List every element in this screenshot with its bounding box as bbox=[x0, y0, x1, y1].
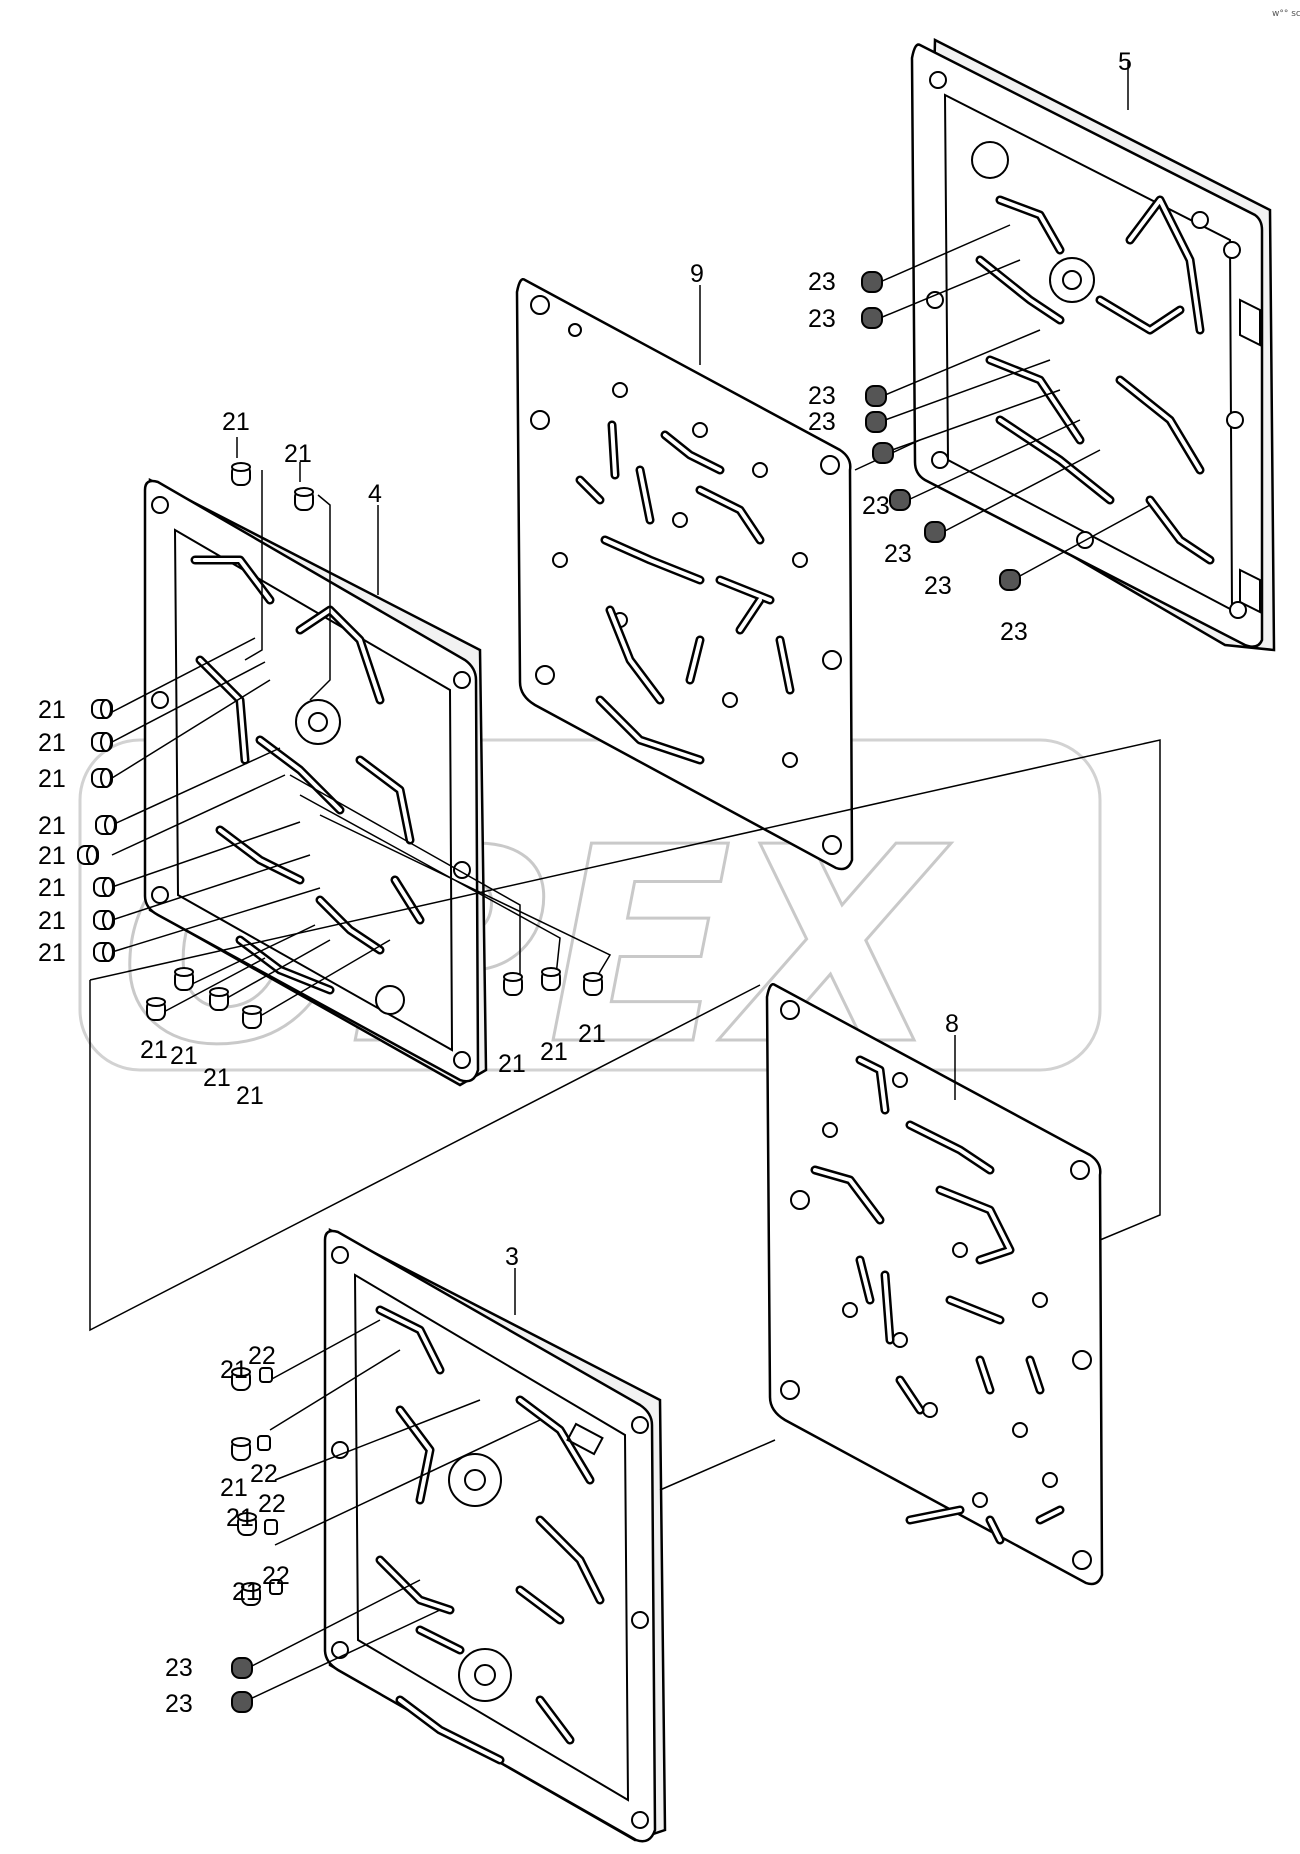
callout-22: 22 bbox=[258, 1490, 286, 1518]
callout-23: 23 bbox=[862, 492, 890, 520]
cap-21 bbox=[503, 972, 523, 996]
callout-21: 21 bbox=[226, 1504, 254, 1532]
callout-21: 21 bbox=[38, 874, 66, 902]
cap-21 bbox=[174, 967, 194, 991]
callout-21: 21 bbox=[578, 1020, 606, 1048]
plate-4 bbox=[143, 477, 488, 1087]
callout-21: 21 bbox=[38, 729, 66, 757]
callout-21: 21 bbox=[203, 1064, 231, 1092]
label-plate-9: 9 bbox=[690, 260, 704, 288]
plate-3 bbox=[323, 1227, 667, 1843]
plate-8 bbox=[765, 983, 1104, 1586]
callout-23: 23 bbox=[808, 382, 836, 410]
callout-21: 21 bbox=[220, 1474, 248, 1502]
callout-23: 23 bbox=[165, 1654, 193, 1682]
plate-9 bbox=[515, 278, 854, 871]
callout-22: 22 bbox=[262, 1562, 290, 1590]
callout-23: 23 bbox=[808, 305, 836, 333]
cap-21 bbox=[242, 1005, 262, 1029]
cap-21 bbox=[237, 1512, 257, 1536]
plate-labels: 5 9 4 8 3 bbox=[368, 48, 1132, 1271]
cap-21 bbox=[93, 910, 115, 930]
leaders-plate-5 bbox=[879, 62, 1151, 578]
callout-21: 21 bbox=[38, 939, 66, 967]
filter-23 bbox=[231, 1657, 253, 1679]
plug-22 bbox=[259, 1367, 273, 1383]
filter-23 bbox=[861, 307, 883, 329]
cap-21 bbox=[77, 845, 99, 865]
cap-21 bbox=[231, 1437, 251, 1461]
corner-mark: w°° sca bbox=[1272, 9, 1300, 19]
cap-21 bbox=[241, 1582, 261, 1606]
label-leaders bbox=[236, 285, 956, 1315]
filter-23 bbox=[865, 385, 887, 407]
cap-parts-21 bbox=[77, 462, 603, 1029]
callout-21: 21 bbox=[540, 1038, 568, 1066]
cap-21 bbox=[231, 1367, 251, 1391]
callout-21: 21 bbox=[38, 907, 66, 935]
cap-21 bbox=[95, 815, 117, 835]
label-plate-4: 4 bbox=[368, 480, 382, 508]
leaders-plate-4 bbox=[111, 470, 612, 1016]
filter-23 bbox=[872, 442, 894, 464]
callout-23: 23 bbox=[165, 1690, 193, 1718]
callout-21: 21 bbox=[38, 696, 66, 724]
cap-21 bbox=[294, 487, 314, 511]
callout-23: 23 bbox=[884, 540, 912, 568]
cap-21 bbox=[93, 877, 115, 897]
filter-23 bbox=[999, 569, 1021, 591]
filter-23 bbox=[231, 1691, 253, 1713]
plug-22 bbox=[269, 1579, 283, 1595]
plug-22 bbox=[264, 1519, 278, 1535]
cap-21 bbox=[91, 768, 113, 788]
label-plate-5: 5 bbox=[1118, 48, 1132, 76]
plate-5 bbox=[910, 37, 1276, 652]
part-23-labels: 23 23 23 23 23 23 23 23 bbox=[808, 268, 1028, 646]
parts-plate-5 bbox=[861, 271, 1021, 591]
callout-22: 22 bbox=[248, 1342, 276, 1370]
callout-21: 21 bbox=[220, 1356, 248, 1384]
callout-21: 21 bbox=[232, 1578, 260, 1606]
cap-21 bbox=[146, 997, 166, 1021]
plug-22 bbox=[257, 1435, 271, 1451]
filter-23 bbox=[861, 271, 883, 293]
filter-23 bbox=[865, 411, 887, 433]
cap-21 bbox=[91, 699, 113, 719]
callout-21: 21 bbox=[222, 408, 250, 436]
part-labels-plate-3: 21 22 21 22 21 22 21 22 23 23 bbox=[165, 1342, 290, 1718]
label-plate-8: 8 bbox=[945, 1010, 959, 1038]
callout-21: 21 bbox=[170, 1042, 198, 1070]
callout-21: 21 bbox=[498, 1050, 526, 1078]
label-plate-3: 3 bbox=[505, 1243, 519, 1271]
parts-plate-3 bbox=[231, 1367, 283, 1713]
callout-23: 23 bbox=[808, 268, 836, 296]
callout-22: 22 bbox=[250, 1460, 278, 1488]
cap-21 bbox=[93, 942, 115, 962]
cap-21 bbox=[541, 967, 561, 991]
callout-21: 21 bbox=[38, 812, 66, 840]
leaders-plate-3 bbox=[247, 1319, 541, 1701]
cap-21 bbox=[91, 732, 113, 752]
callout-21: 21 bbox=[38, 842, 66, 870]
callout-21: 21 bbox=[140, 1036, 168, 1064]
part-21-labels: 21 21 21 21 21 21 21 21 21 21 21 21 21 2… bbox=[38, 408, 606, 1110]
cap-21 bbox=[583, 972, 603, 996]
callout-23: 23 bbox=[1000, 618, 1028, 646]
callout-21: 21 bbox=[284, 440, 312, 468]
cap-21 bbox=[231, 462, 251, 486]
callout-23: 23 bbox=[924, 572, 952, 600]
callout-23: 23 bbox=[808, 408, 836, 436]
filter-23 bbox=[889, 489, 911, 511]
callout-21: 21 bbox=[38, 765, 66, 793]
cap-21 bbox=[209, 987, 229, 1011]
callout-21: 21 bbox=[236, 1082, 264, 1110]
filter-23 bbox=[924, 521, 946, 543]
